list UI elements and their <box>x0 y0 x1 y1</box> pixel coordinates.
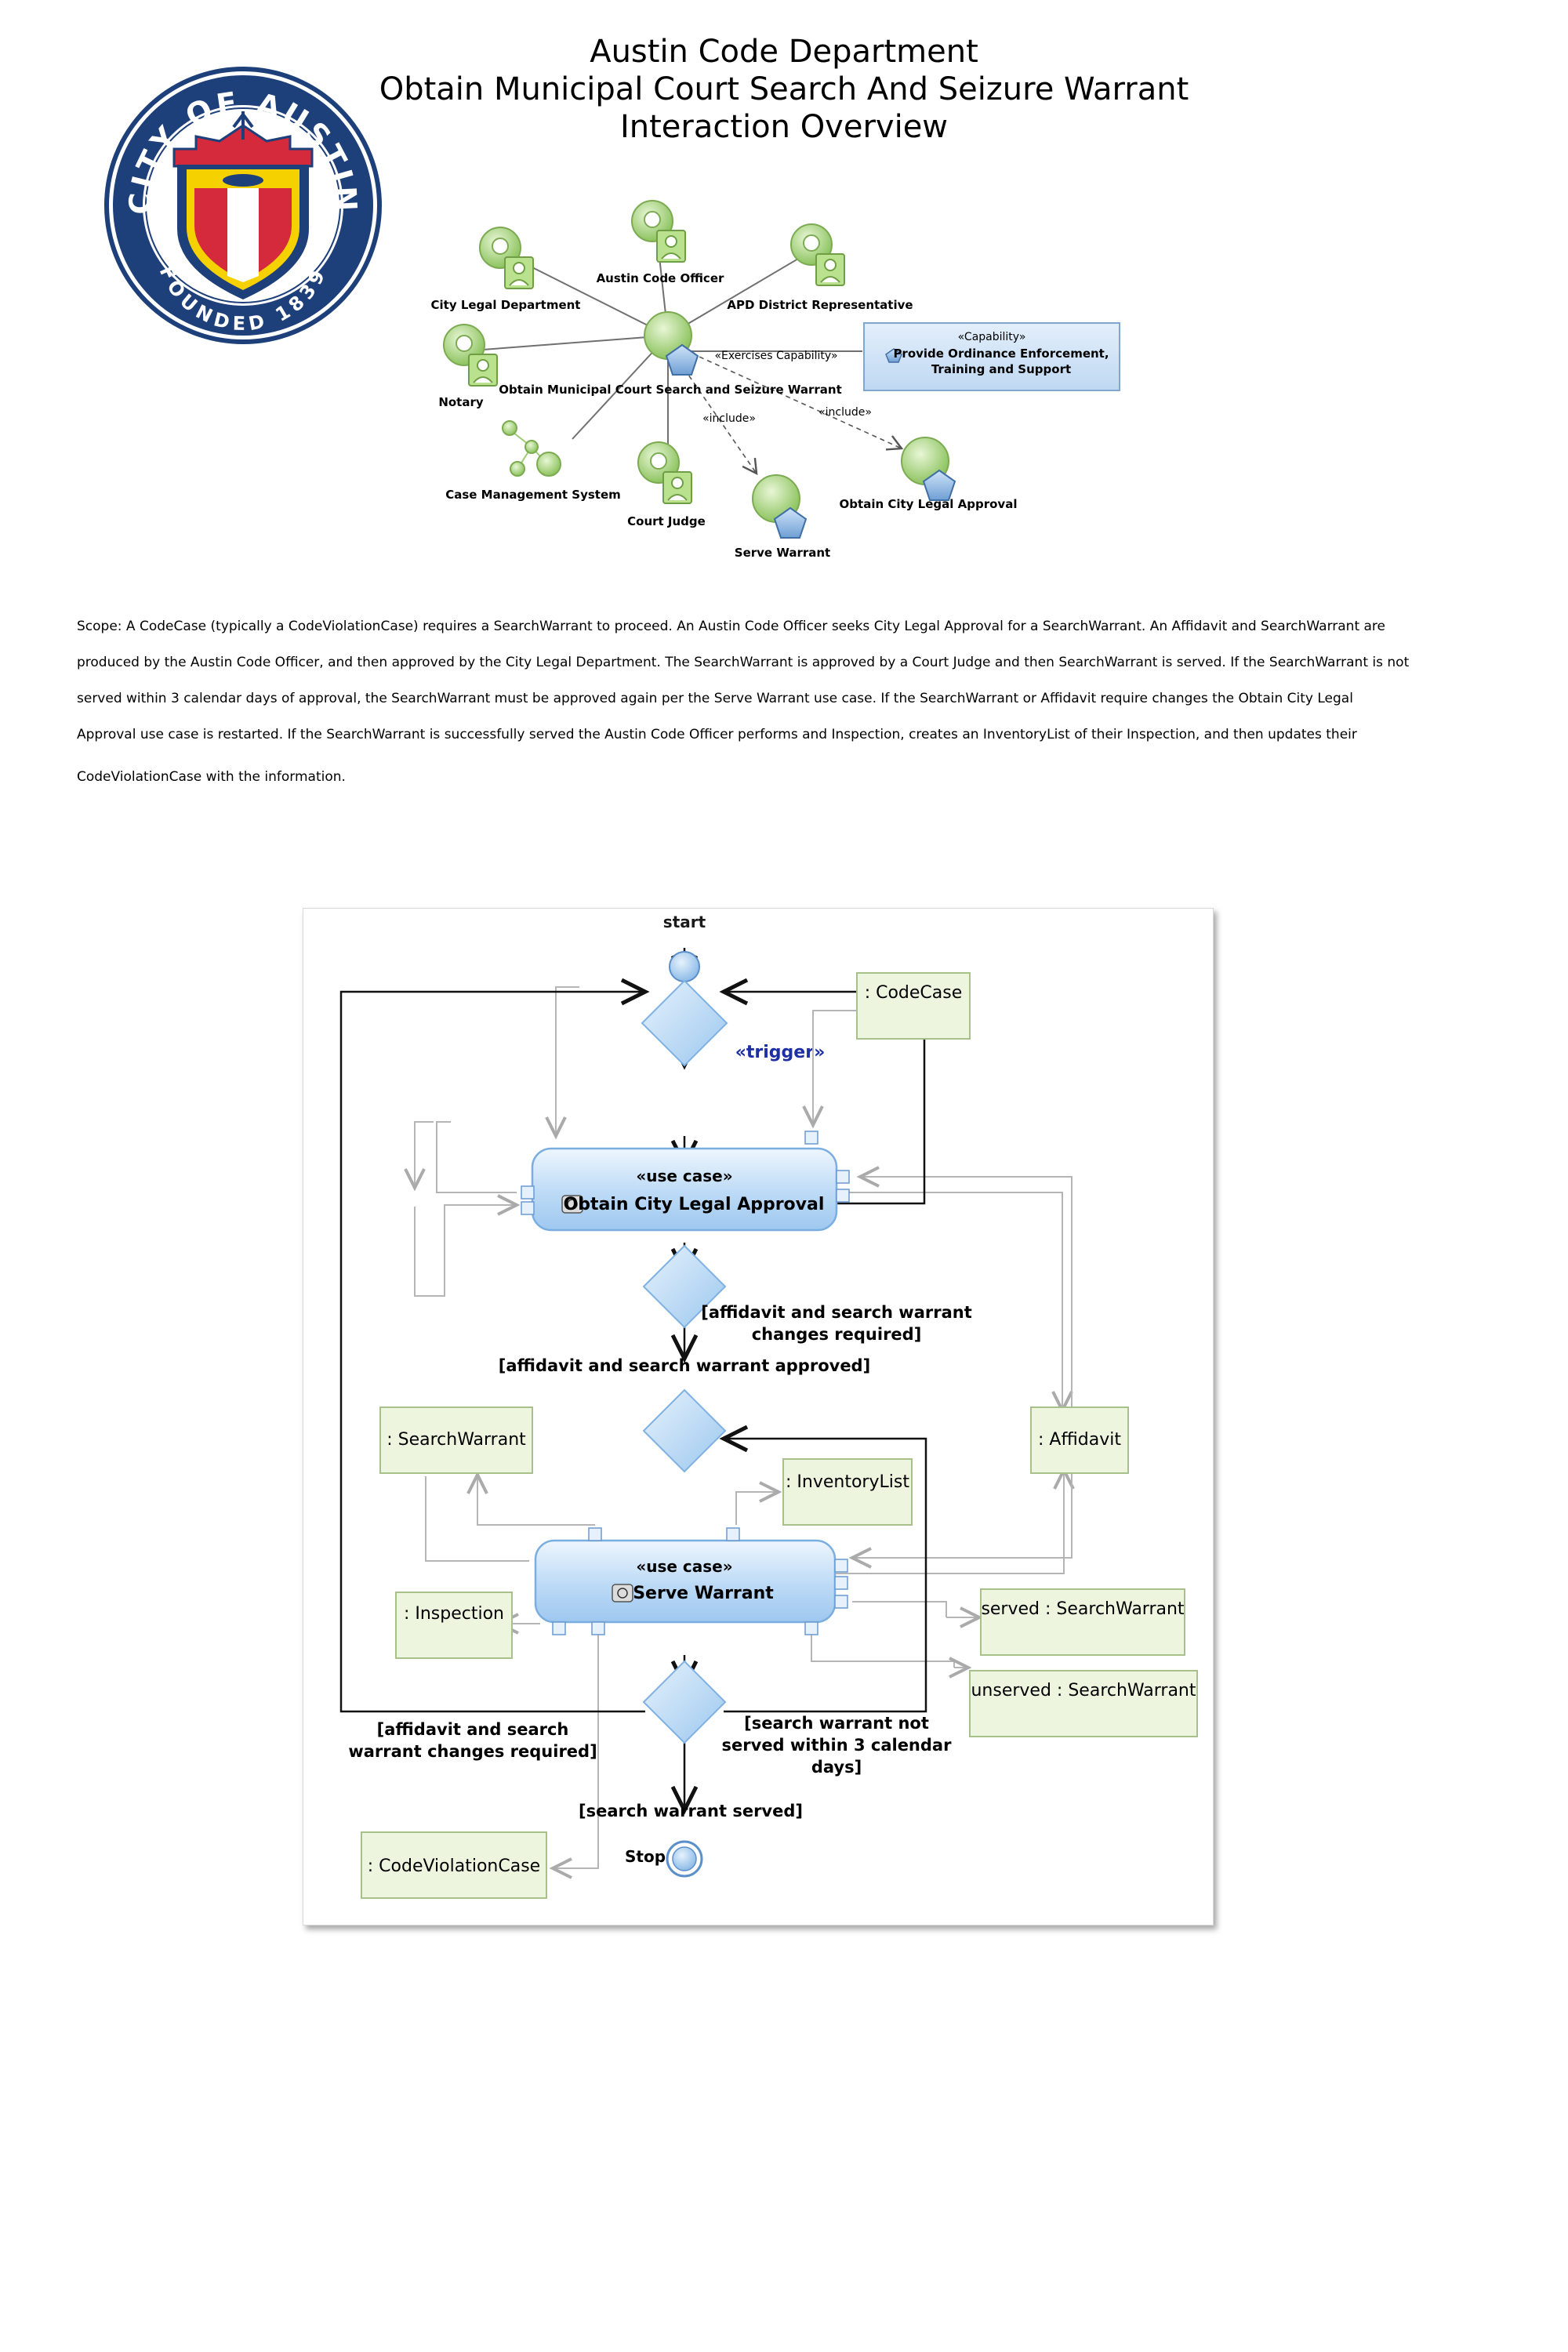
object-code-violation-case <box>361 1831 547 1899</box>
object-inventory-list <box>782 1458 913 1526</box>
actor-notary: Notary <box>438 395 484 409</box>
actor-icon <box>443 324 498 387</box>
scope-line: served within 3 calendar days of approva… <box>77 691 1353 706</box>
system-actor-icon <box>502 420 561 477</box>
uc2-stereotype: «use case» <box>636 1557 732 1576</box>
object-inspection <box>395 1592 513 1659</box>
uc1-stereotype: «use case» <box>636 1167 732 1185</box>
uc1-name: Obtain City Legal Approval <box>564 1195 825 1214</box>
object-search-warrant <box>379 1406 533 1474</box>
object-affidavit-label: : Affidavit <box>1038 1430 1121 1450</box>
trigger-label: «trigger» <box>735 1043 826 1062</box>
guard-changes-required-2b: warrant changes required] <box>348 1742 597 1761</box>
actor-icon <box>631 200 686 263</box>
merge-node-serve <box>642 1388 727 1473</box>
object-unserved-search-warrant <box>969 1670 1198 1737</box>
guard-changes-required-1b: changes required] <box>752 1325 922 1344</box>
actor-court-judge: Court Judge <box>627 514 706 528</box>
actor-icon <box>479 227 534 289</box>
control-flows <box>339 948 927 1815</box>
use-case-icon <box>612 1584 633 1602</box>
interaction-overview-diagram: start «trigger» : CodeCase «use case» Ob… <box>303 908 1214 1926</box>
capability-name-line2: Training and Support <box>931 362 1071 376</box>
exercises-capability-label: «Exercises Capability» <box>714 350 837 362</box>
capability-box <box>863 322 1120 391</box>
guard-not-served-a: [search warrant not <box>744 1714 929 1733</box>
guard-served: [search warrant served] <box>579 1802 803 1820</box>
actor-case-management-system: Case Management System <box>445 488 621 502</box>
page-title: Austin Code Department Obtain Municipal … <box>314 33 1254 146</box>
object-inventory-list-label: : InventoryList <box>786 1472 909 1492</box>
use-case-obtain-city-legal-approval[interactable] <box>531 1147 838 1232</box>
object-served-label: served : SearchWarrant <box>981 1599 1184 1619</box>
object-affidavit <box>1030 1406 1129 1474</box>
object-code-case-label: : CodeCase <box>865 983 963 1003</box>
start-node <box>669 951 700 982</box>
decision-node-changes <box>642 1244 727 1329</box>
scope-line: CodeViolationCase with the information. <box>77 769 346 785</box>
title-view: Interaction Overview <box>619 109 949 145</box>
guard-changes-required-2a: [affidavit and search <box>377 1720 569 1739</box>
scope-description: Scope: A CodeCase (typically a CodeViola… <box>77 608 1512 795</box>
city-of-austin-seal: CITY OF AUSTIN FOUNDED 1839 <box>102 64 384 347</box>
scope-line: produced by the Austin Code Officer, and… <box>77 655 1410 670</box>
object-search-warrant-label: : SearchWarrant <box>387 1430 526 1450</box>
obtain-approval-label: Obtain City Legal Approval <box>840 497 1018 511</box>
serve-warrant-label: Serve Warrant <box>735 546 830 560</box>
title-department: Austin Code Department <box>590 34 978 70</box>
object-served-search-warrant <box>980 1588 1185 1656</box>
capability-icon <box>885 348 902 363</box>
scope-line: Approval use case is restarted. If the S… <box>77 727 1357 742</box>
central-use-case-icon <box>644 311 699 376</box>
include-lines <box>673 349 904 476</box>
guard-not-served-b: served within 3 calendar <box>722 1736 953 1755</box>
include-label-serve: «include» <box>702 412 756 425</box>
actor-austin-code-officer: Austin Code Officer <box>597 271 724 285</box>
uc1-pins <box>521 1131 850 1215</box>
use-case-icon <box>561 1195 583 1214</box>
uc2-pins <box>552 1527 848 1635</box>
include-label-approval: «include» <box>818 406 872 419</box>
stop-label: Stop <box>625 1847 666 1866</box>
merge-decision-node <box>641 979 728 1067</box>
actor-apd-district-representative: APD District Representative <box>727 298 913 312</box>
guard-not-served-c: days] <box>811 1758 862 1777</box>
actor-city-legal-department: City Legal Department <box>431 298 581 312</box>
guard-approved: [affidavit and search warrant approved] <box>499 1356 870 1375</box>
object-code-case <box>856 972 971 1040</box>
guard-changes-required-1a: [affidavit and search warrant <box>701 1303 972 1322</box>
uc2-name: Serve Warrant <box>633 1584 774 1603</box>
decision-node-served <box>642 1660 727 1744</box>
serve-warrant-use-case-icon <box>752 474 808 539</box>
central-use-case-label: Obtain Municipal Court Search and Seizur… <box>499 383 842 397</box>
start-label: start <box>663 913 706 931</box>
use-case-serve-warrant[interactable] <box>534 1539 837 1624</box>
actor-icon <box>790 223 845 286</box>
title-process: Obtain Municipal Court Search And Seizur… <box>379 71 1189 107</box>
object-unserved-label: unserved : SearchWarrant <box>971 1681 1196 1700</box>
final-node-inner <box>672 1846 697 1871</box>
scope-line: Scope: A CodeCase (typically a CodeViola… <box>77 619 1386 634</box>
obtain-approval-use-case-icon <box>901 437 956 501</box>
object-inspection-label: : Inspection <box>404 1604 504 1624</box>
capability-stereotype: «Capability» <box>958 331 1026 343</box>
actor-icon <box>637 441 692 504</box>
capability-name-line1: Provide Ordinance Enforcement, <box>893 347 1109 361</box>
object-code-violation-case-label: : CodeViolationCase <box>368 1857 540 1876</box>
use-case-context-diagram: City Legal Department Austin Code Office… <box>408 188 1207 564</box>
